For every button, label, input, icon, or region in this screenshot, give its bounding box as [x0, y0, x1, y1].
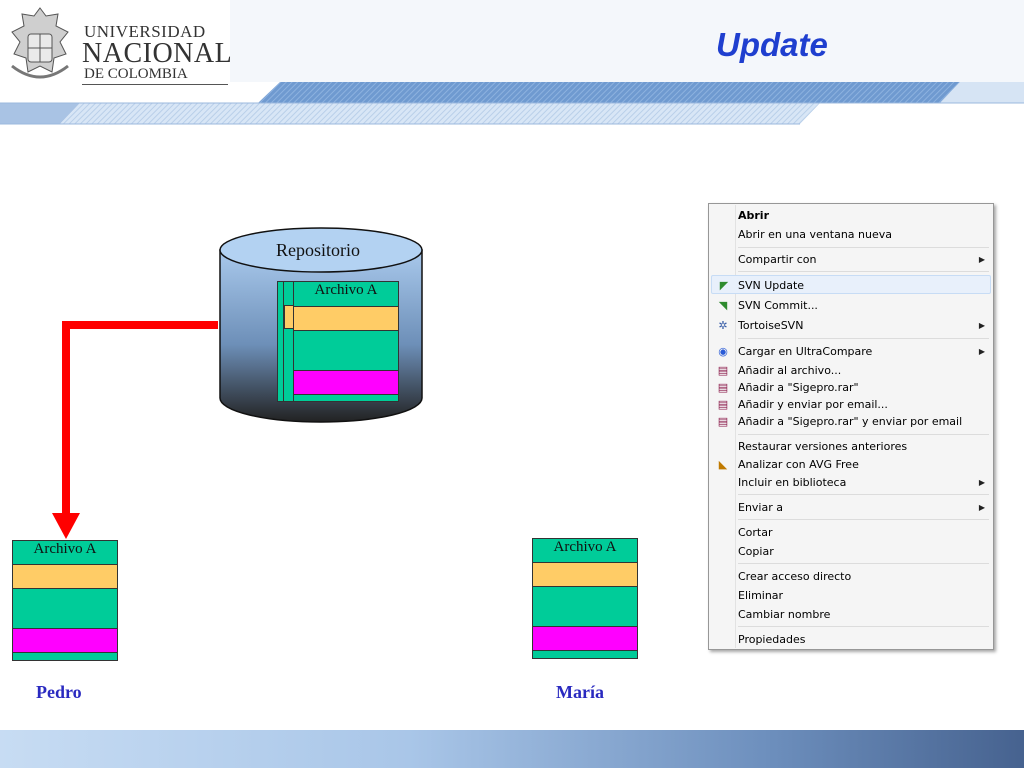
menu-item-enviar-a[interactable]: Enviar a ▶: [711, 498, 991, 517]
maria-label: María: [556, 682, 604, 702]
menu-item-svn-update[interactable]: ◤ SVN Update: [711, 275, 991, 294]
menu-item-label: Incluir en biblioteca: [738, 476, 847, 489]
menu-item-analizar-avg[interactable]: ◣ Analizar con AVG Free: [711, 455, 991, 474]
repository-file: Archivo A: [293, 281, 399, 402]
menu-item-cortar[interactable]: Cortar: [711, 523, 991, 542]
menu-item-label: Copiar: [738, 545, 774, 558]
logo-text-line2: NACIONAL: [82, 38, 233, 69]
menu-item-label: Enviar a: [738, 501, 783, 514]
menu-separator: [738, 494, 989, 495]
repository-file-left-band: [284, 305, 294, 329]
menu-separator: [738, 626, 989, 627]
menu-item-label: Crear acceso directo: [738, 570, 852, 583]
svn-update-icon: ◤: [719, 279, 729, 292]
file-highlight-band: [533, 626, 637, 651]
logo-underline: [82, 84, 228, 85]
winrar-icon: ▤: [717, 381, 729, 394]
menu-item-compartir-con[interactable]: Compartir con ▶: [711, 250, 991, 269]
avg-icon: ◣: [718, 458, 728, 471]
pedro-file: Archivo A: [12, 540, 118, 661]
pedro-label: Pedro: [36, 682, 82, 702]
menu-separator: [738, 271, 989, 272]
menu-item-label: Añadir a "Sigepro.rar": [738, 381, 859, 394]
menu-item-label: Cortar: [738, 526, 773, 539]
file-highlight-band: [13, 628, 117, 653]
menu-item-label: Cambiar nombre: [738, 608, 831, 621]
menu-item-label: Añadir a "Sigepro.rar" y enviar por emai…: [738, 415, 963, 428]
menu-item-label: SVN Update: [738, 279, 805, 292]
logo-text-line1: UNIVERSIDAD: [84, 22, 206, 41]
file-header-band: [533, 562, 637, 587]
maria-file-label: Archivo A: [553, 539, 617, 555]
menu-item-incluir-biblioteca[interactable]: Incluir en biblioteca ▶: [711, 473, 991, 492]
menu-item-anadir-sigepro-enviar[interactable]: ▤ Añadir a "Sigepro.rar" y enviar por ema…: [711, 412, 991, 431]
update-arrow: [52, 321, 218, 539]
menu-item-abrir[interactable]: Abrir: [711, 206, 991, 225]
footer-band: [0, 730, 1024, 768]
logo-text-line3: DE COLOMBIA: [84, 66, 188, 82]
file-highlight-band: [294, 370, 398, 395]
file-header-band: [13, 564, 117, 589]
menu-separator: [738, 519, 989, 520]
maria-file: Archivo A: [532, 538, 638, 659]
menu-item-tortoisesvn[interactable]: ✲ TortoiseSVN ▶: [711, 316, 991, 335]
menu-item-propiedades[interactable]: Propiedades: [711, 630, 991, 649]
pedro-file-label: Archivo A: [33, 541, 97, 557]
menu-separator: [738, 338, 989, 339]
menu-item-copiar[interactable]: Copiar: [711, 542, 991, 561]
menu-gutter: [735, 205, 736, 648]
submenu-arrow-icon: ▶: [978, 255, 985, 264]
header-banner: [0, 0, 1024, 125]
menu-item-label: Añadir y enviar por email...: [738, 398, 888, 411]
file-header-band: [294, 306, 398, 331]
repository-label: Repositorio: [276, 240, 360, 260]
menu-item-crear-acceso-directo[interactable]: Crear acceso directo: [711, 567, 991, 586]
menu-item-label: Abrir: [738, 209, 770, 222]
tortoisesvn-icon: ✲: [718, 319, 728, 332]
menu-separator: [738, 434, 989, 435]
menu-item-label: Añadir al archivo...: [738, 364, 842, 377]
menu-item-cambiar-nombre[interactable]: Cambiar nombre: [711, 605, 991, 624]
coat-of-arms-icon: [11, 7, 69, 79]
menu-item-label: Restaurar versiones anteriores: [738, 440, 908, 453]
ultracompare-icon: ◉: [718, 345, 728, 358]
winrar-icon: ▤: [717, 398, 729, 411]
winrar-icon: ▤: [717, 364, 729, 377]
page-title: Update: [716, 26, 828, 63]
menu-item-label: SVN Commit...: [738, 299, 818, 312]
winrar-icon: ▤: [717, 415, 729, 428]
menu-item-label: TortoiseSVN: [738, 319, 804, 332]
menu-item-label: Analizar con AVG Free: [738, 458, 859, 471]
menu-item-label: Eliminar: [738, 589, 784, 602]
menu-item-svn-commit[interactable]: ◥ SVN Commit...: [711, 296, 991, 315]
menu-item-ultracompare[interactable]: ◉ Cargar en UltraCompare ▶: [711, 342, 991, 361]
menu-item-anadir-archivo[interactable]: ▤ Añadir al archivo...: [711, 361, 991, 380]
menu-separator: [738, 247, 989, 248]
menu-item-label: Propiedades: [738, 633, 806, 646]
university-logo: UNIVERSIDAD NACIONAL DE COLOMBIA: [6, 4, 232, 90]
submenu-arrow-icon: ▶: [978, 478, 985, 487]
submenu-arrow-icon: ▶: [978, 321, 985, 330]
menu-item-label: Abrir en una ventana nueva: [738, 228, 892, 241]
context-menu: Abrir Abrir en una ventana nueva Compart…: [708, 203, 994, 650]
repository-file-label: Archivo A: [314, 282, 378, 298]
menu-item-label: Compartir con: [738, 253, 817, 266]
submenu-arrow-icon: ▶: [978, 347, 985, 356]
menu-item-eliminar[interactable]: Eliminar: [711, 586, 991, 605]
menu-separator: [738, 563, 989, 564]
menu-item-label: Cargar en UltraCompare: [738, 345, 873, 358]
menu-item-anadir-sigepro[interactable]: ▤ Añadir a "Sigepro.rar": [711, 378, 991, 397]
svn-commit-icon: ◥: [718, 299, 728, 312]
menu-item-anadir-enviar-email[interactable]: ▤ Añadir y enviar por email...: [711, 395, 991, 414]
menu-item-abrir-nueva-ventana[interactable]: Abrir en una ventana nueva: [711, 225, 991, 244]
menu-item-restaurar-versiones[interactable]: Restaurar versiones anteriores: [711, 437, 991, 456]
submenu-arrow-icon: ▶: [978, 503, 985, 512]
